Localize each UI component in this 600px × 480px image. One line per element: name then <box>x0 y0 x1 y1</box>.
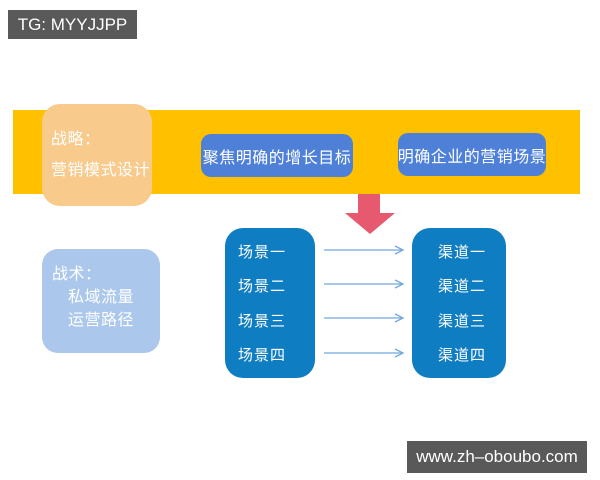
telegram-handle-badge: TG: MYYJJPP <box>8 10 137 39</box>
connector-arrow <box>324 279 405 289</box>
tactics-label-line1: 战术： <box>52 266 102 283</box>
strategy-label-box: 战略： 营销模式设计 <box>42 104 152 206</box>
scenario-item: 场景三 <box>238 312 287 330</box>
channel-item: 渠道一 <box>438 244 487 262</box>
website-badge: www.zh–oboubo.com <box>407 441 587 473</box>
down-arrow-icon <box>345 194 395 234</box>
tactics-label-line2: 私域流量 <box>68 289 135 306</box>
scenario-item: 场景二 <box>238 278 287 296</box>
marketing-scenario-box: 明确企业的营销场景 <box>398 133 546 176</box>
tactics-label-box: 战术： 私域流量 运营路径 <box>42 249 160 353</box>
channel-item: 渠道二 <box>438 278 487 296</box>
connector-arrow <box>324 348 405 358</box>
connector-arrow <box>324 245 405 255</box>
growth-goal-box: 聚焦明确的增长目标 <box>201 134 353 177</box>
strategy-label-line1: 战略： <box>51 131 101 148</box>
channels-panel: 渠道一 渠道二 渠道三 渠道四 <box>412 228 506 378</box>
channel-item: 渠道四 <box>438 346 487 364</box>
strategy-label-line2: 营销模式设计 <box>51 162 151 179</box>
scenario-item: 场景四 <box>238 346 287 364</box>
channel-item: 渠道三 <box>438 312 487 330</box>
connector-arrow <box>324 313 405 323</box>
scenario-channel-arrows <box>324 245 405 358</box>
tactics-label-line3: 运营路径 <box>68 312 135 329</box>
scenarios-panel: 场景一 场景二 场景三 场景四 <box>225 228 315 378</box>
scenario-item: 场景一 <box>238 244 287 262</box>
